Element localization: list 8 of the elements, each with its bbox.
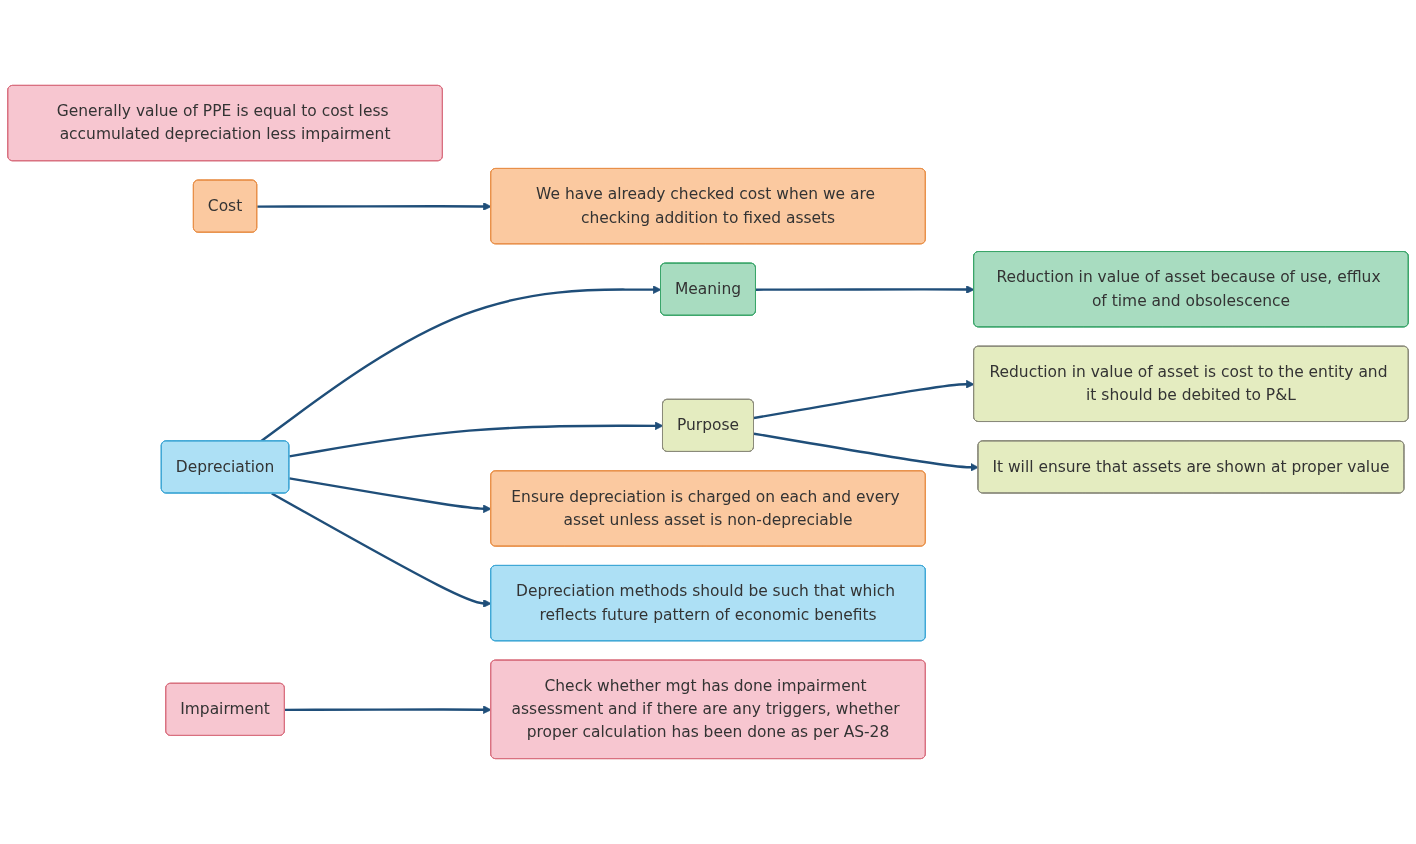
arrow — [271, 492, 492, 608]
arrow — [753, 379, 975, 420]
arrow — [756, 285, 975, 294]
arrow — [289, 477, 492, 514]
arrow — [284, 705, 492, 714]
arrow — [289, 421, 664, 458]
arrow — [753, 432, 979, 472]
arrow — [257, 202, 492, 211]
